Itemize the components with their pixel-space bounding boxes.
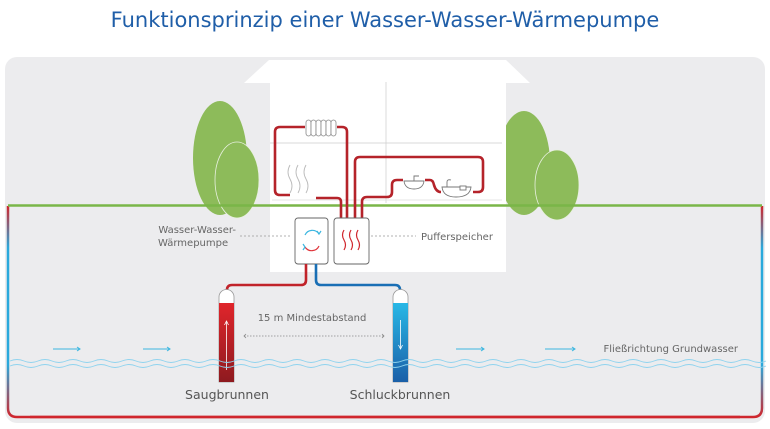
suction-pipe xyxy=(225,264,308,300)
distance-label: 15 m Mindestabstand xyxy=(258,313,367,324)
bathtub-icon xyxy=(441,179,472,198)
heating-pipes xyxy=(273,125,485,218)
heat-pump-label-2: Wärmepumpe xyxy=(158,238,228,249)
radiator-icon xyxy=(305,119,337,137)
distance-arrow xyxy=(243,333,385,339)
injection-pipe xyxy=(314,264,402,300)
flow-arrows xyxy=(53,346,576,352)
sink-icon xyxy=(403,175,425,190)
buffer-tank-label: Pufferspeicher xyxy=(421,232,494,243)
injection-well xyxy=(392,289,409,383)
injection-well-label: Schluckbrunnen xyxy=(350,387,451,402)
trees-left xyxy=(193,101,260,219)
suction-well xyxy=(218,289,235,383)
trees-right xyxy=(498,111,580,221)
buffer-tank-unit xyxy=(333,217,370,265)
floor-heating-icon xyxy=(287,164,309,194)
heat-pump-label-1: Wasser-Wasser- xyxy=(158,225,236,236)
suction-well-label: Saugbrunnen xyxy=(185,387,269,402)
groundwater-waves xyxy=(9,359,767,368)
diagram-title: Funktionsprinzip einer Wasser-Wasser-Wär… xyxy=(111,8,660,32)
flow-direction-label: Fließrichtung Grundwasser xyxy=(604,344,739,355)
heat-pump-unit xyxy=(294,217,329,265)
